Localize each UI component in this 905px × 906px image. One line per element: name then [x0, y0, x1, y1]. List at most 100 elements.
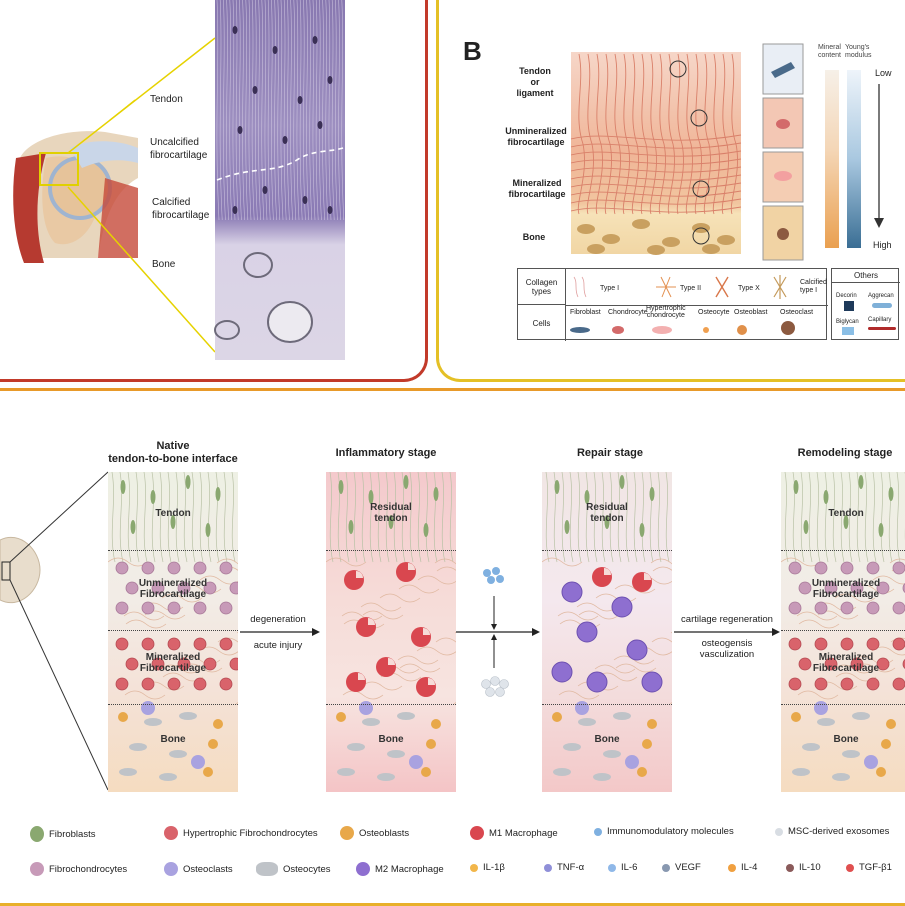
immunomodulatory-molecule-icon: [594, 827, 602, 836]
native-layer-mineralized: Mineralized Fibrocartilage: [139, 652, 207, 674]
collagen-type-2: Type II: [680, 285, 702, 292]
arrow-label-osteogenesis: osteogensis vasculization: [699, 638, 755, 661]
legend-item-16: TGF-β1: [846, 862, 892, 873]
repair-layer-residual-tendon: Residual tendon: [586, 502, 628, 524]
legend-item-15: IL-10: [786, 862, 821, 873]
others-aggrecan: Aggrecan: [868, 293, 894, 299]
stage-arrows: [240, 567, 780, 697]
label-unmineralized-fibrocartilage: Unmineralized fibrocartilage: [505, 126, 567, 147]
exosome-icon: [775, 827, 783, 836]
cell-hypertrophic-chondrocyte: Hypertrophic chondrocyte: [646, 305, 686, 320]
panel-b: B Tendon or ligament Unmineralized fibro…: [436, 0, 905, 382]
column-remodeling-art: [781, 472, 905, 781]
legend-label: Fibrochondrocytes: [49, 863, 128, 875]
label-bone-b: Bone: [522, 232, 546, 242]
label-bone: Bone: [152, 259, 176, 270]
legend-item-3: M1 Macrophage: [470, 826, 558, 840]
legend-label: Osteocytes: [283, 863, 331, 875]
legend-label: Fibroblasts: [49, 828, 96, 840]
others-biglycan: Biglycan: [836, 319, 859, 325]
legend-label: M1 Macrophage: [489, 827, 558, 839]
panel-a: Tendon Uncalcified fibrocartilage Calcif…: [0, 0, 428, 382]
exosome-cluster: [481, 676, 509, 697]
legend-label: TGF-β1: [859, 862, 892, 873]
m1-macrophage-icon: [470, 826, 484, 840]
table-icons: [570, 275, 795, 335]
column-native: Tendon Unmineralized Fibrocartilage Mine…: [108, 472, 238, 792]
legend-label: IL-6: [621, 862, 638, 873]
label-tendon-or-ligament: Tendon or ligament: [516, 66, 554, 98]
cell-chondrocyte: Chondrocyte: [608, 309, 648, 316]
legend-item-0: Fibroblasts: [30, 826, 95, 842]
legend-label: VEGF: [675, 862, 701, 873]
cell-fibroblast: Fibroblast: [570, 309, 601, 316]
zoom-insets: [762, 43, 804, 261]
native-layer-unmineralized: Unmineralized Fibrocartilage: [138, 578, 208, 600]
mineral-content-label: Mineral content: [818, 44, 841, 59]
remodeling-layer-unmineralized: Unmineralized Fibrocartilage: [811, 578, 881, 600]
column-inflammatory-art: [326, 472, 456, 781]
inflammatory-layer-bone: Bone: [378, 734, 404, 745]
legend-item-2: Osteoblasts: [340, 826, 409, 840]
inflammatory-layer-residual-tendon: Residual tendon: [370, 502, 412, 524]
arrow-label-degeneration: degeneration: [250, 614, 306, 625]
tgfb1-icon: [846, 863, 854, 872]
repair-layer-bone: Bone: [594, 734, 620, 745]
arrow-label-acute-injury: acute injury: [253, 640, 303, 651]
legend-item-4: Immunomodulatory molecules: [594, 826, 734, 837]
others-decorin: Decorin: [836, 293, 857, 299]
cells-header: Cells: [518, 305, 566, 341]
legend-item-1: Hypertrophic Fibrochondrocytes: [164, 826, 318, 840]
collagen-type-1: Type I: [600, 285, 620, 292]
remodeling-layer-mineralized: Mineralized Fibrocartilage: [812, 652, 880, 674]
legend-label: IL-4: [741, 862, 758, 873]
stage-title-remodeling: Remodeling stage: [797, 447, 893, 459]
stage-title-repair: Repair stage: [576, 447, 644, 459]
bottom-panel: [0, 388, 905, 906]
arrow-label-cartilage-regeneration: cartilage regeneration: [681, 614, 773, 625]
osteoblast-icon: [340, 826, 354, 840]
mineral-content-bar: [825, 70, 839, 248]
legend-label: Osteoclasts: [183, 863, 233, 875]
panel-b-letter: B: [463, 36, 482, 66]
legend-item-7: Osteoclasts: [164, 862, 233, 876]
legend-item-8: Osteocytes: [256, 862, 331, 876]
column-repair: Residual tendon Bone: [542, 472, 672, 792]
legend-label: TNF-α: [557, 862, 585, 873]
collagen-cells-table: Collagen types Cells Type I Type II Type…: [517, 268, 828, 341]
shoulder-sketch: [0, 471, 109, 791]
fibroblast-icon: [30, 826, 44, 842]
others-capillary: Capillary: [868, 317, 892, 323]
increase-arrow-icon: [874, 84, 884, 228]
remodeling-layer-bone: Bone: [833, 734, 859, 745]
column-inflammatory: Residual tendon Bone: [326, 472, 456, 792]
collagen-type-x: Type X: [738, 285, 760, 292]
label-tendon: Tendon: [150, 94, 183, 105]
m2-macrophage-icon: [356, 862, 370, 876]
label-mineralized-fibrocartilage: Mineralized fibrocartilage: [508, 178, 566, 199]
il1b-icon: [470, 863, 478, 872]
label-calcified-fibrocartilage: Calcified fibrocartilage: [152, 197, 210, 221]
legend-item-10: IL-1β: [470, 862, 505, 873]
legend-item-5: MSC-derived exosomes: [775, 826, 889, 837]
legend-item-13: VEGF: [662, 862, 701, 873]
cell-osteoclast: Osteoclast: [780, 309, 814, 316]
column-repair-art: [542, 472, 672, 781]
legend-label: MSC-derived exosomes: [788, 826, 890, 837]
youngs-modulus-label: Young's modulus: [845, 44, 872, 59]
immunomodulatory-molecules-cluster: [483, 567, 504, 584]
legend-label: Immunomodulatory molecules: [607, 826, 734, 837]
high-label: High: [873, 240, 892, 250]
legend-item-12: IL-6: [608, 862, 637, 873]
legend-label: IL-10: [799, 862, 821, 873]
others-table: Others Decorin Aggrecan Biglycan Capilla…: [831, 268, 900, 340]
remodeling-layer-tendon: Tendon: [828, 508, 864, 519]
column-remodeling: Tendon Unmineralized Fibrocartilage Mine…: [781, 472, 905, 792]
legend-item-11: TNF-α: [544, 862, 584, 873]
legend-item-14: IL-4: [728, 862, 757, 873]
youngs-modulus-bar: [847, 70, 861, 248]
native-layer-bone: Bone: [160, 734, 186, 745]
collagen-calcified-type-1: Calcified type I: [800, 279, 827, 294]
low-label: Low: [875, 68, 892, 78]
fibrochondrocyte-icon: [30, 862, 44, 876]
